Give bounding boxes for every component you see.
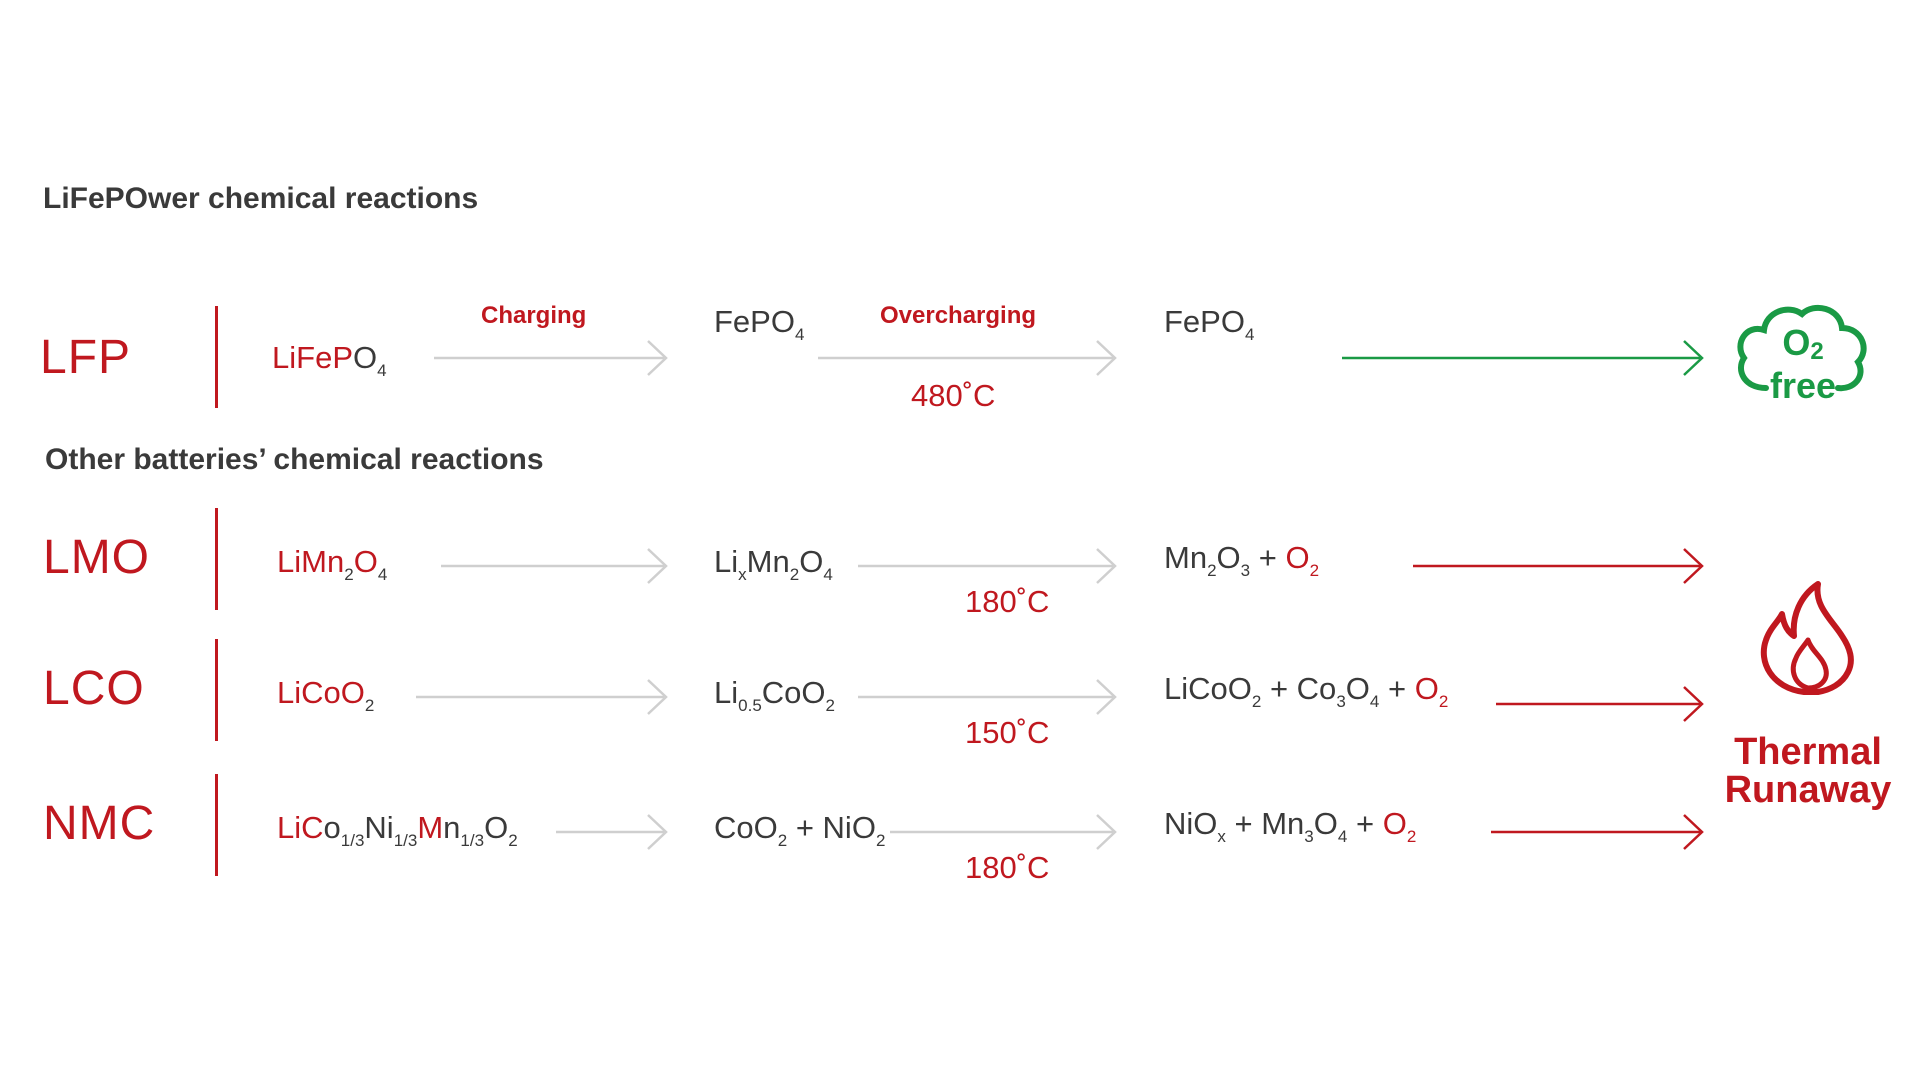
- lco-arrow-1: [416, 679, 668, 715]
- lfp-intermediate: FePO4: [714, 304, 805, 344]
- battery-label-lco: LCO: [43, 662, 145, 715]
- lco-reactant: LiCoO2: [277, 675, 375, 715]
- lmo-arrow-3: [1413, 548, 1704, 584]
- overcharging-label: Overcharging: [880, 302, 1037, 329]
- o2-free-text: O2 free: [1758, 325, 1848, 406]
- thermal-line2: Runaway: [1724, 769, 1892, 811]
- nmc-temperature: 180˚C: [965, 850, 1050, 885]
- nmc-reactant: LiCo1/3Ni1/3Mn1/3O2: [277, 810, 518, 850]
- lmo-arrow-1: [441, 548, 668, 584]
- o2-free-line1-sub: 2: [1810, 338, 1824, 365]
- thermal-line1: Thermal: [1734, 731, 1882, 773]
- lmo-arrow-2: [858, 548, 1117, 584]
- battery-label-lmo: LMO: [43, 531, 151, 584]
- lfp-product: FePO4: [1164, 304, 1255, 344]
- battery-label-nmc: NMC: [43, 797, 156, 850]
- lfp-reactant: LiFePO4: [272, 340, 387, 380]
- row-divider-nmc: [215, 774, 218, 876]
- lco-temperature: 150˚C: [965, 715, 1050, 750]
- lmo-product: Mn2O3 + O2: [1164, 540, 1320, 580]
- lco-product: LiCoO2 + Co3O4 + O2: [1164, 671, 1449, 711]
- lmo-intermediate: LixMn2O4: [714, 544, 833, 584]
- other-section-title: Other batteries’ chemical reactions: [45, 443, 544, 476]
- nmc-arrow-1: [556, 814, 668, 850]
- o2-free-line2: free: [1769, 365, 1837, 406]
- lfp-temperature: 480˚C: [911, 378, 996, 413]
- o2-free-line1: O: [1782, 322, 1811, 363]
- o2-free-cloud-icon: [1737, 304, 1867, 392]
- thermal-runaway-label: Thermal Runaway: [1718, 733, 1898, 809]
- lfp-arrow-3: [1342, 340, 1704, 376]
- nmc-arrow-3: [1491, 814, 1704, 850]
- lfp-arrow-1: [434, 340, 668, 376]
- charging-label: Charging: [481, 302, 587, 329]
- row-divider-lco: [215, 639, 218, 741]
- flame-icon: [1760, 581, 1854, 695]
- lfp-arrow-2: [818, 340, 1117, 376]
- lco-arrow-3: [1496, 686, 1704, 722]
- lmo-temperature: 180˚C: [965, 584, 1050, 619]
- row-divider-lfp: [215, 306, 218, 408]
- lco-intermediate: Li0.5CoO2: [714, 675, 835, 715]
- lmo-reactant: LiMn2O4: [277, 544, 388, 584]
- row-divider-lmo: [215, 508, 218, 610]
- nmc-intermediate: CoO2 + NiO2: [714, 810, 886, 850]
- lco-arrow-2: [858, 679, 1117, 715]
- nmc-arrow-2: [890, 814, 1117, 850]
- lfp-section-title: LiFePOwer chemical reactions: [43, 182, 479, 215]
- nmc-product: NiOx + Mn3O4 + O2: [1164, 806, 1417, 846]
- battery-label-lfp: LFP: [40, 331, 132, 384]
